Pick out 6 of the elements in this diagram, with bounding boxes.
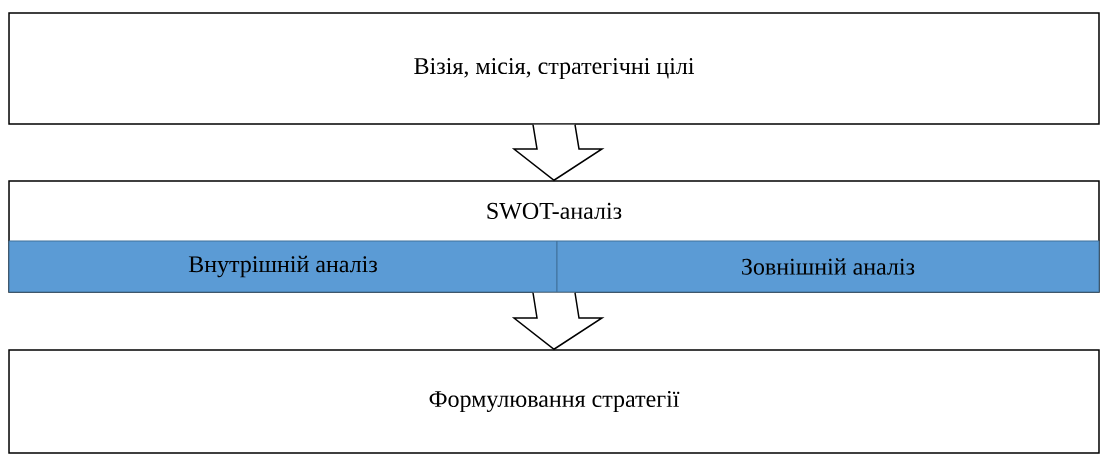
band-cell: Внутрішній аналіз xyxy=(8,240,558,293)
process-box: Візія, місія, стратегічні цілі xyxy=(8,12,1100,125)
block-arrow xyxy=(511,124,605,182)
block-arrow xyxy=(511,292,605,351)
band-cell: Зовнішній аналіз xyxy=(556,240,1100,293)
process-box: Формулювання стратегії xyxy=(8,349,1100,454)
